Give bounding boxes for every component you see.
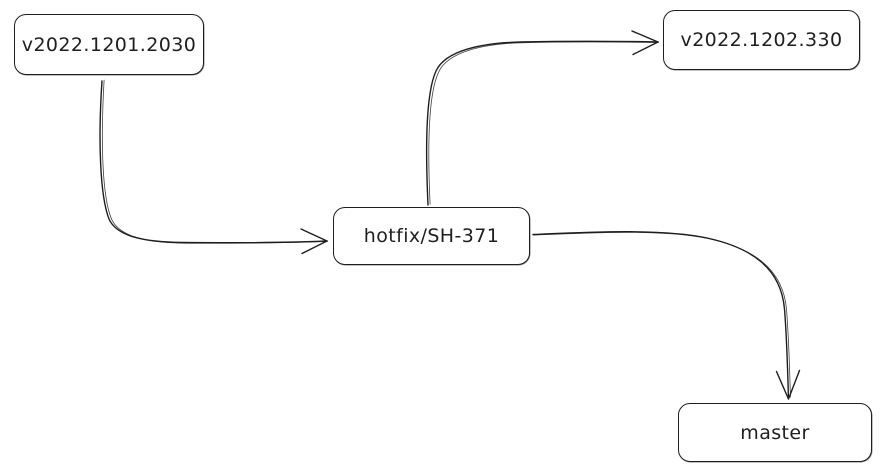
edge-release2030-to-hotfix[interactable] [99,79,329,255]
arrowhead-right-icon [631,30,659,56]
node-release-330[interactable]: v2022.1202.330 [663,10,860,70]
node-hotfix-branch-label: hotfix/SH-371 [363,225,500,247]
node-hotfix-branch[interactable]: hotfix/SH-371 [333,207,530,265]
arrowhead-right-icon [300,228,328,255]
node-release-330-label: v2022.1202.330 [680,29,843,51]
edge-hotfix-to-master[interactable] [532,231,801,400]
node-release-2030-label: v2022.1201.2030 [21,33,197,56]
node-master-branch-label: master [740,421,810,444]
node-release-2030[interactable]: v2022.1201.2030 [14,14,204,75]
edge-hotfix-to-release330[interactable] [425,30,660,206]
arrowhead-down-icon [775,369,801,400]
node-master-branch[interactable]: master [678,403,872,462]
